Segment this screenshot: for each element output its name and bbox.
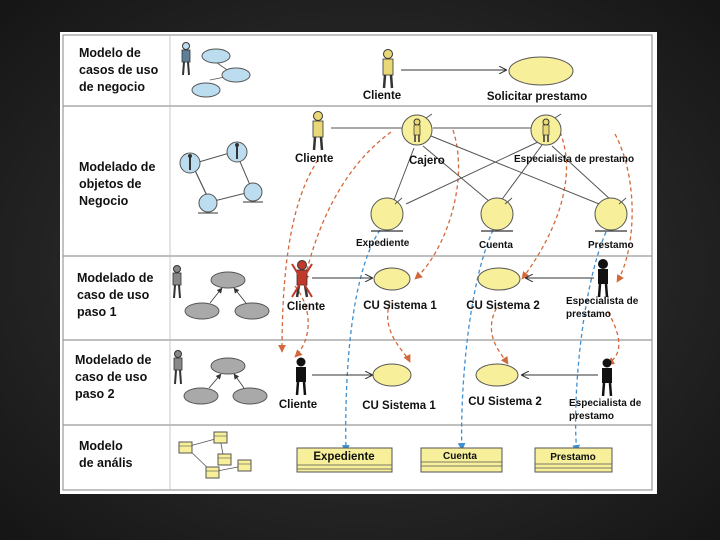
row4-actor-especialista: [601, 358, 613, 397]
trace-especialista-step1-to-step2: [606, 311, 620, 365]
row4-actor-right-label-1: Especialista de: [569, 398, 642, 409]
row-label-1-line-2: casos de uso: [79, 63, 159, 77]
row3-actor-cliente: [291, 260, 313, 298]
trace-cajero-to-cusistema1: [414, 129, 460, 280]
row-label-3-line-3: paso 1: [77, 305, 117, 319]
row2-entity-prestamo: [594, 197, 628, 232]
analysis-class-expediente: Expediente: [296, 447, 393, 473]
trace-cuenta-to-class: [457, 229, 494, 451]
trace-cliente-row1-to-row4: [278, 159, 319, 353]
row3-actor-right-label-1: Especialista de: [566, 296, 639, 307]
row3-usecase1-ellipse: [373, 267, 411, 291]
row4-actor-cliente: [295, 357, 307, 396]
row-label-4-line-3: paso 2: [75, 387, 115, 401]
trace-cu1-step1-to-step2: [387, 301, 411, 363]
row1-usecase-label: Solicitar prestamo: [487, 91, 587, 103]
row2-entity3-label: Prestamo: [588, 240, 634, 251]
row2-worker-especialista: [530, 113, 562, 146]
row4-actor-left-label: Cliente: [279, 399, 317, 411]
analysis-model-icon: [178, 431, 252, 479]
trace-especialista-to-cusistema2: [521, 131, 568, 280]
row4-usecase2-label: CU Sistema 2: [468, 396, 542, 408]
analysis-class-prestamo-label: Prestamo: [550, 452, 596, 463]
trace-cu2-step1-to-step2: [490, 301, 509, 365]
business-usecase-model-icon: [181, 42, 251, 98]
row3-actor-right-label-2: prestamo: [566, 309, 611, 320]
row1-actor-label: Cliente: [363, 90, 401, 102]
business-object-model-icon: [179, 141, 263, 214]
row2-entity-cuenta: [480, 197, 514, 232]
row2-actor-cliente: [312, 111, 324, 151]
system-usecase-model-icon-2: [173, 350, 268, 405]
row1-usecase-ellipse: [508, 56, 574, 86]
diagram-panel: Modelo de casos de uso de negocio Modela…: [60, 32, 657, 494]
row3-usecase2-ellipse: [477, 267, 521, 291]
row2-actor-label: Cliente: [295, 153, 333, 165]
row4-usecase1-ellipse: [372, 363, 412, 387]
row-label-2-line-1: Modelado de: [79, 160, 155, 174]
analysis-class-prestamo: Prestamo: [534, 447, 613, 473]
trace-cajero-to-cliente: [301, 131, 392, 283]
row1-actor-cliente: [382, 49, 394, 89]
system-usecase-model-icon-1: [172, 265, 270, 320]
analysis-class-cuenta-label: Cuenta: [443, 451, 477, 462]
row4-usecase2-ellipse: [475, 363, 519, 387]
analysis-class-cuenta: Cuenta: [420, 447, 503, 473]
row2-worker1-label: Cajero: [409, 155, 445, 167]
analysis-class-expediente-label: Expediente: [313, 451, 374, 463]
row3-actor-left-label: Cliente: [287, 301, 325, 313]
panel-frame: [62, 34, 653, 491]
row-label-1-line-3: de negocio: [79, 80, 145, 94]
blue-trace-arrows: [341, 229, 607, 453]
row3-actor-especialista: [597, 259, 609, 298]
orange-trace-arrows: [278, 129, 633, 365]
row-label-3-line-2: caso de uso: [77, 288, 150, 302]
row-label-2-line-2: objetos de: [79, 177, 142, 191]
trace-prestamo-to-class: [572, 231, 607, 453]
row3-usecase2-label: CU Sistema 2: [466, 300, 540, 312]
row2-worker2-label: Especialista de prestamo: [514, 154, 634, 165]
row-label-2-line-3: Negocio: [79, 194, 129, 208]
rup-models-diagram: Modelo de casos de uso de negocio Modela…: [62, 34, 653, 491]
trace-cliente-step1-to-step2: [294, 285, 309, 358]
row2-entity2-label: Cuenta: [479, 240, 513, 251]
row4-actor-right-label-2: prestamo: [569, 411, 614, 422]
row-label-4-line-1: Modelado de: [75, 353, 151, 367]
trace-expediente-to-class: [341, 229, 381, 453]
row-label-3-line-1: Modelado de: [77, 271, 153, 285]
row2-entity-expediente: [370, 197, 404, 232]
row-label-5-line-1: Modelo: [79, 439, 123, 453]
row2-worker-cajero: [401, 113, 433, 146]
row2-associations: [331, 127, 615, 211]
row3-usecase1-label: CU Sistema 1: [363, 300, 437, 312]
row4-usecase1-label: CU Sistema 1: [362, 400, 436, 412]
row-label-5-line-2: de anális: [79, 456, 133, 470]
row-label-1-line-1: Modelo de: [79, 46, 141, 60]
row-label-4-line-2: caso de uso: [75, 370, 148, 384]
row2-entity1-label: Expediente: [356, 238, 410, 249]
